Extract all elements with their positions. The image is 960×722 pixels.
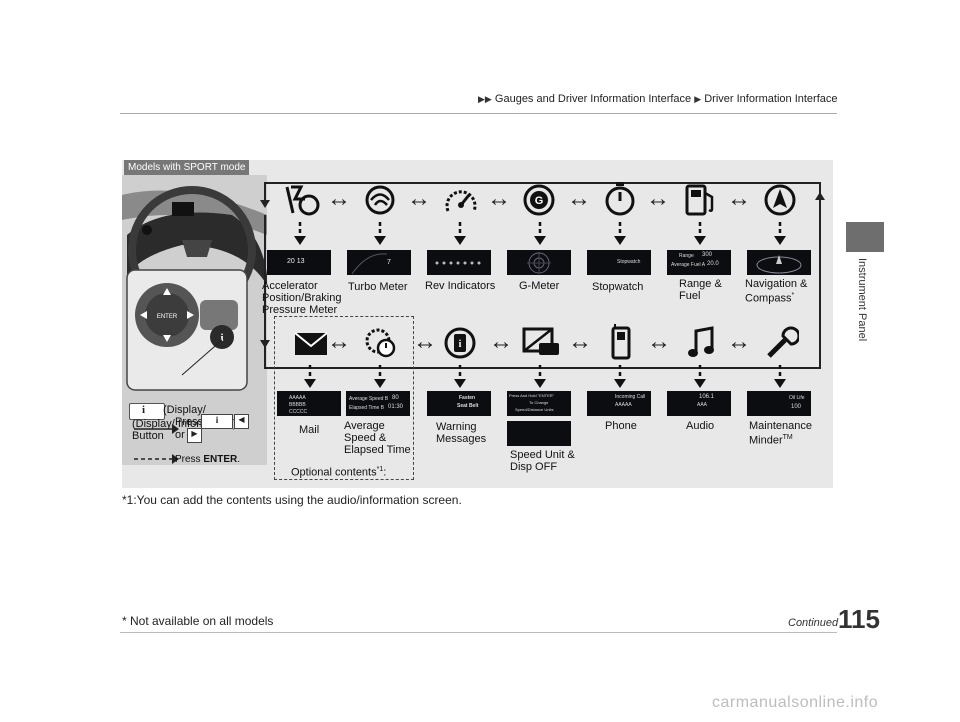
- wrench-icon: [767, 326, 799, 358]
- dashed-down-arrows-top: [294, 222, 786, 245]
- maintenance-label: Maintenance MinderTM: [749, 420, 812, 447]
- press-enter-label: Press ENTER.: [175, 454, 241, 465]
- accelerator-meter-icon: [285, 185, 320, 216]
- display-key-icon: i: [201, 414, 233, 429]
- gmeter-label: G-Meter: [519, 280, 560, 292]
- double-arrow-icon: ↔: [413, 328, 437, 355]
- avg-speed-label: Average Speed & Elapsed Time: [344, 420, 411, 456]
- optional-contents-label: Optional contents*1:: [291, 466, 387, 479]
- audio-screen: 106.1 AAA: [667, 391, 731, 416]
- mail-icon: [294, 332, 328, 355]
- solid-arrow-legend-icon: [134, 424, 179, 434]
- disp-off-screen: [507, 421, 571, 446]
- or-label: or: [175, 429, 185, 441]
- breadcrumb-item-dii[interactable]: Driver Information Interface: [704, 93, 838, 105]
- double-arrow-icon: ↔: [567, 185, 591, 212]
- range-label: Range & Fuel: [679, 278, 722, 302]
- speed-unit-icon: [522, 327, 559, 355]
- left-key-icon: ◀: [234, 414, 249, 429]
- display-button-label-1: (Display/: [163, 404, 206, 416]
- avg-speed-screen: Average Speed B 80 Elapsed Time B 01:30: [346, 391, 410, 416]
- warning-message-icon: i: [444, 327, 476, 359]
- turbo-meter-icon: [365, 185, 395, 215]
- phone-label: Phone: [605, 420, 637, 432]
- steering-wheel-illustration: ENTER i: [122, 175, 267, 465]
- speed-unit-screen: Press And Hold "ENTER" To Change Speed/D…: [507, 391, 571, 416]
- svg-text:i: i: [459, 339, 462, 350]
- footer-rule: [120, 632, 837, 633]
- breadcrumb-arrow-icon: ▶: [694, 94, 702, 104]
- page-number: 115: [838, 604, 880, 634]
- rev-label: Rev Indicators: [425, 280, 496, 292]
- dashed-down-arrows-bottom: [304, 365, 786, 388]
- turbo-label: Turbo Meter: [348, 281, 408, 293]
- audio-icon: [688, 326, 714, 357]
- footnote-1: *1:You can add the contents using the au…: [122, 493, 462, 507]
- turbo-screen: 7: [347, 250, 411, 275]
- rev-screen: [427, 250, 491, 275]
- g-meter-icon: G: [523, 184, 555, 216]
- range-screen: Range 300 Average Fuel A 20.0: [667, 250, 731, 275]
- g-meter-screen: [507, 250, 571, 275]
- maintenance-screen: Oil Life 100: [747, 391, 811, 416]
- warning-screen: Fasten Seat Belt: [427, 391, 491, 416]
- sport-mode-tab: Models with SPORT mode: [124, 160, 250, 175]
- right-key-icon: ▶: [187, 428, 202, 443]
- double-arrow-icon: ↔: [489, 328, 513, 355]
- navigation-screen: [747, 250, 811, 275]
- fuel-pump-icon: [685, 184, 714, 216]
- double-arrow-icon: ↔: [407, 185, 431, 212]
- mail-label: Mail: [299, 424, 320, 436]
- stopwatch-screen: Stopwatch: [587, 250, 651, 275]
- avg-speed-icon: [365, 328, 396, 358]
- double-arrow-icon: ↔: [647, 328, 671, 355]
- double-arrow-icon: ↔: [646, 185, 670, 212]
- audio-label: Audio: [686, 420, 715, 432]
- breadcrumb-item-gauges[interactable]: Gauges and Driver Information Interface: [494, 93, 692, 105]
- press-label: Press: [175, 416, 204, 428]
- breadcrumb-arrow-icon: ▶▶: [478, 94, 492, 104]
- optional-contents-box: [274, 316, 414, 480]
- svg-text:ENTER: ENTER: [157, 314, 178, 320]
- side-section-label: Instrument Panel: [856, 258, 868, 342]
- header-rule: [120, 113, 837, 114]
- nav-label: Navigation & Compass*: [745, 278, 808, 305]
- breadcrumb: ▶▶ Gauges and Driver Information Interfa…: [478, 93, 838, 105]
- svg-text:G: G: [535, 195, 544, 207]
- rev-indicator-icon: [445, 190, 477, 212]
- cycle-frame: [260, 182, 825, 369]
- speed-unit-label: Speed Unit & Disp OFF: [510, 449, 575, 473]
- not-available-note: * Not available on all models: [122, 614, 274, 628]
- double-arrow-icon: ↔: [568, 328, 592, 355]
- double-arrow-icon: ↔: [487, 185, 511, 212]
- double-arrow-icon: ↔: [727, 328, 751, 355]
- accel-label: Accelerator Position/Braking Pressure Me…: [262, 280, 342, 316]
- continued-label: Continued: [788, 617, 839, 629]
- dashed-arrow-legend-icon: [134, 454, 179, 464]
- accel-screen: 20 13: [267, 250, 331, 275]
- compass-icon: [764, 184, 796, 216]
- warning-label: Warning Messages: [436, 421, 487, 445]
- display-button-icon: i: [129, 403, 165, 420]
- stopwatch-label: Stopwatch: [592, 281, 644, 293]
- phone-screen: Incoming Call AAAAA: [587, 391, 651, 416]
- svg-text:i: i: [220, 332, 223, 344]
- double-arrow-icon: ↔: [327, 328, 351, 355]
- stopwatch-icon: [605, 182, 635, 216]
- double-arrow-icon: ↔: [327, 185, 351, 212]
- phone-icon: [611, 324, 631, 360]
- side-tab: [846, 222, 884, 252]
- watermark: carmanualsonline.info: [712, 694, 879, 711]
- double-arrow-icon: ↔: [727, 185, 751, 212]
- mail-screen: AAAAA BBBBB CCCCC: [277, 391, 341, 416]
